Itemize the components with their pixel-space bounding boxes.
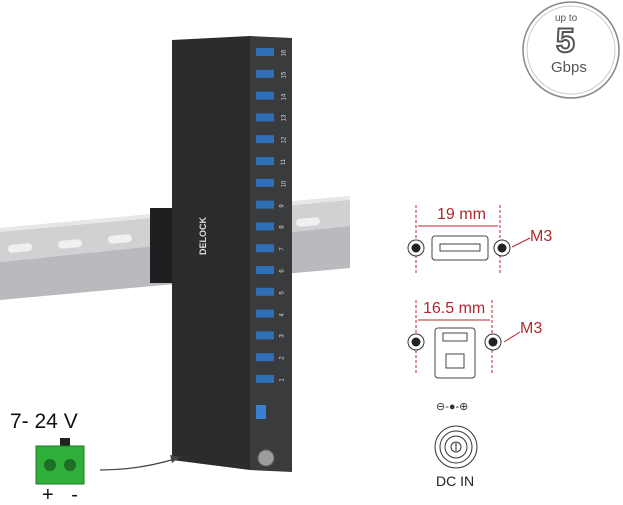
port-number: 12	[281, 136, 288, 144]
usb-b-dimension	[415, 300, 521, 375]
usb-b-screw: M3	[520, 320, 543, 337]
usb-a-screw: M3	[530, 228, 553, 245]
usb-a-port	[256, 309, 274, 318]
green-terminal-connector	[35, 438, 85, 485]
port-number: 10	[281, 180, 288, 188]
usb-a-port	[256, 375, 274, 383]
usb-a-port	[256, 48, 274, 56]
port-number: 4	[279, 312, 286, 317]
usb-a-port	[256, 69, 274, 78]
usb-b-diagram	[407, 327, 502, 379]
badge-top: up to	[555, 13, 578, 24]
port-number: 13	[281, 115, 288, 122]
usb-a-diagram	[407, 235, 511, 261]
voltage-label: 7- 24 V	[10, 410, 78, 433]
port-number: 6	[279, 269, 286, 273]
port-number: 16	[281, 49, 288, 57]
badge-number: 5	[555, 21, 576, 61]
port-number: 3	[279, 334, 286, 339]
usb-a-port	[256, 244, 274, 253]
usb-a-port	[256, 113, 274, 122]
usb-a-port	[256, 157, 274, 165]
badge-unit: Gbps	[551, 59, 587, 76]
usb-b-upstream-port	[256, 405, 266, 419]
usb-a-port	[256, 353, 274, 362]
usb-a-width: 19 mm	[437, 206, 486, 223]
dc-polarity: ⊖-●-⊕	[436, 401, 469, 413]
dc-in-diagram	[434, 425, 478, 469]
speed-badge	[522, 1, 620, 99]
port-number: 8	[279, 225, 286, 230]
port-number: 15	[281, 71, 288, 79]
port-number: 14	[281, 93, 288, 100]
usb-a-port	[256, 135, 274, 144]
usb-b-width: 16.5 mm	[423, 300, 486, 317]
usb-a-port	[256, 200, 274, 209]
port-number: 11	[281, 158, 288, 166]
dc-in-label: DC IN	[436, 473, 475, 489]
usb-a-port	[256, 178, 274, 187]
usb-a-port	[256, 222, 274, 231]
brand-logo: DELOCK	[198, 217, 208, 256]
dc-in-jack	[257, 449, 275, 467]
arrow	[99, 457, 179, 471]
usb-hub: DELOCK	[172, 36, 292, 472]
usb-a-port	[256, 91, 274, 100]
port-number: 7	[279, 247, 286, 251]
port-number: 5	[279, 291, 286, 295]
port-number: 1	[279, 378, 286, 382]
usb-a-port	[256, 331, 274, 340]
port-number: 9	[279, 203, 286, 208]
port-number: 2	[279, 356, 286, 360]
polarity-label: + -	[42, 484, 84, 505]
usb-a-port	[256, 287, 274, 296]
usb-a-port	[256, 266, 274, 274]
